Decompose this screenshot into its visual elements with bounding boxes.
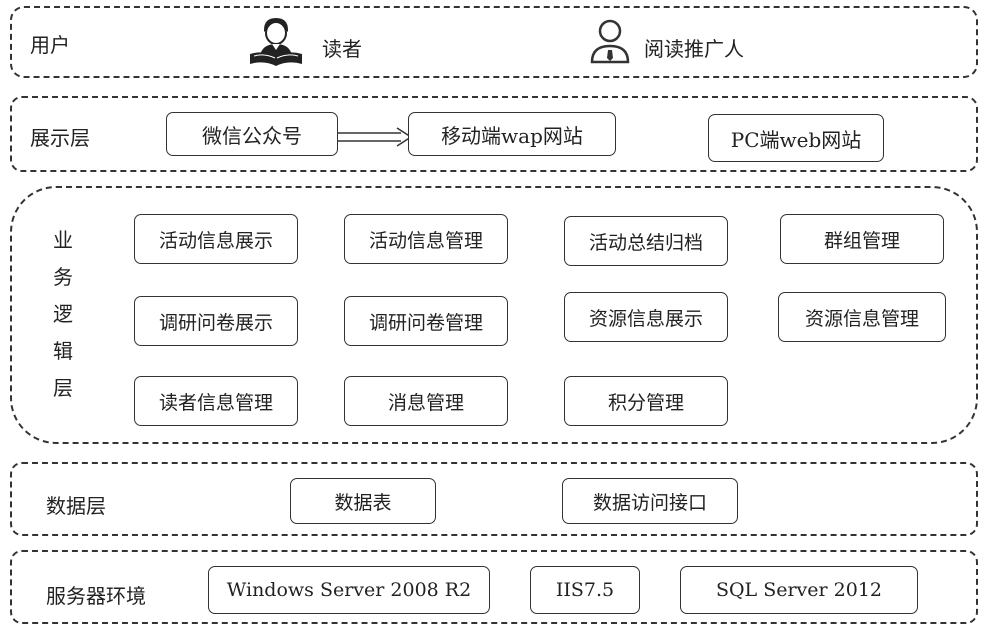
business-label-char-4: 辑 (53, 339, 73, 363)
business-label-char-1: 业 (53, 228, 73, 252)
iis-box: IIS7.5 (530, 566, 640, 614)
wechat-account-box: 微信公众号 (166, 112, 338, 156)
person-outline-icon (590, 19, 630, 64)
activity-info-display-box: 活动信息展示 (134, 214, 298, 264)
activity-info-management-box: 活动信息管理 (344, 214, 508, 264)
double-arrow-right-icon (337, 127, 413, 147)
reader-icon (250, 18, 302, 66)
pc-web-site-box: PC端web网站 (708, 114, 884, 162)
data-access-interface-box: 数据访问接口 (562, 478, 738, 524)
server-environment-layer-label: 服务器环境 (46, 584, 146, 608)
data-table-box: 数据表 (290, 478, 436, 524)
resource-info-management-box: 资源信息管理 (778, 292, 946, 342)
reader-label: 读者 (322, 37, 362, 61)
resource-info-display-box: 资源信息展示 (564, 292, 728, 342)
group-management-box: 群组管理 (780, 214, 944, 264)
presentation-layer-label: 展示层 (30, 126, 90, 150)
windows-server-box: Windows Server 2008 R2 (208, 566, 490, 614)
promoter-label: 阅读推广人 (644, 37, 744, 61)
survey-management-box: 调研问卷管理 (344, 296, 508, 346)
business-label-char-2: 务 (53, 265, 73, 289)
points-management-box: 积分管理 (564, 376, 728, 426)
reader-info-management-box: 读者信息管理 (134, 376, 298, 426)
business-label-char-5: 层 (53, 376, 73, 400)
survey-display-box: 调研问卷展示 (134, 296, 298, 346)
data-layer-label: 数据层 (46, 494, 106, 518)
server-environment-layer (10, 550, 978, 624)
data-layer (10, 462, 978, 536)
business-label-char-3: 逻 (53, 302, 73, 326)
sql-server-box: SQL Server 2012 (680, 566, 918, 614)
mobile-wap-site-box: 移动端wap网站 (408, 112, 616, 156)
user-layer-label: 用户 (30, 33, 70, 57)
user-layer (10, 6, 978, 78)
business-logic-layer-label: 业 务 逻 辑 层 (51, 222, 75, 407)
activity-summary-archive-box: 活动总结归档 (564, 216, 728, 266)
business-logic-layer (10, 186, 978, 444)
presentation-layer (10, 96, 978, 172)
message-management-box: 消息管理 (344, 376, 508, 426)
